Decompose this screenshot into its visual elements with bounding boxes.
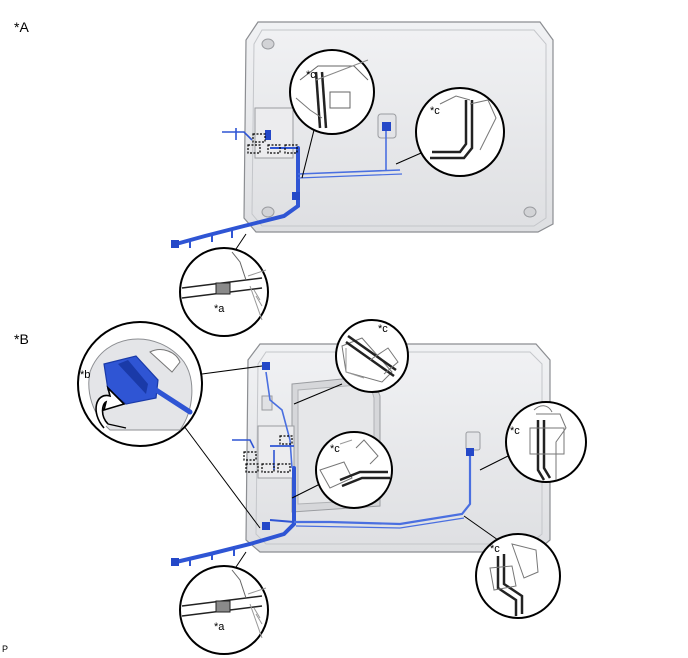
detail-circle-b1 bbox=[77, 321, 263, 529]
callout-a-label-b: *a bbox=[214, 621, 225, 633]
detail-circle-b3 bbox=[291, 431, 393, 509]
detail-circle-b6 bbox=[179, 551, 269, 655]
wire-harness-a bbox=[171, 122, 403, 248]
dashed-clip-markers-b bbox=[243, 435, 293, 473]
detail-circle-a3 bbox=[179, 233, 269, 337]
view-b-label: *B bbox=[14, 331, 29, 347]
detail-circle-a1 bbox=[289, 49, 375, 179]
detail-circle-b5 bbox=[463, 515, 561, 619]
callout-c-label-b2: *c bbox=[378, 323, 388, 335]
view-a-label: *A bbox=[14, 19, 29, 35]
callout-b-label: *b bbox=[80, 369, 90, 381]
headliner-panel-a bbox=[243, 21, 554, 233]
wire-harness-b bbox=[171, 362, 474, 566]
callout-a-label-a: *a bbox=[214, 303, 225, 315]
callout-c-label-b4: *c bbox=[510, 425, 520, 437]
footer-code: P bbox=[2, 644, 8, 654]
detail-circle-b2 bbox=[293, 319, 409, 405]
callout-c-label-a1: *c bbox=[306, 69, 316, 81]
callout-c-label-a2: *c bbox=[430, 105, 440, 117]
callout-c-label-b3: *c bbox=[330, 443, 340, 455]
callout-c-label-b5: *c bbox=[490, 543, 500, 555]
detail-circle-b4 bbox=[479, 401, 587, 483]
dashed-clip-markers-a bbox=[247, 133, 298, 154]
detail-circle-a2 bbox=[395, 87, 505, 177]
